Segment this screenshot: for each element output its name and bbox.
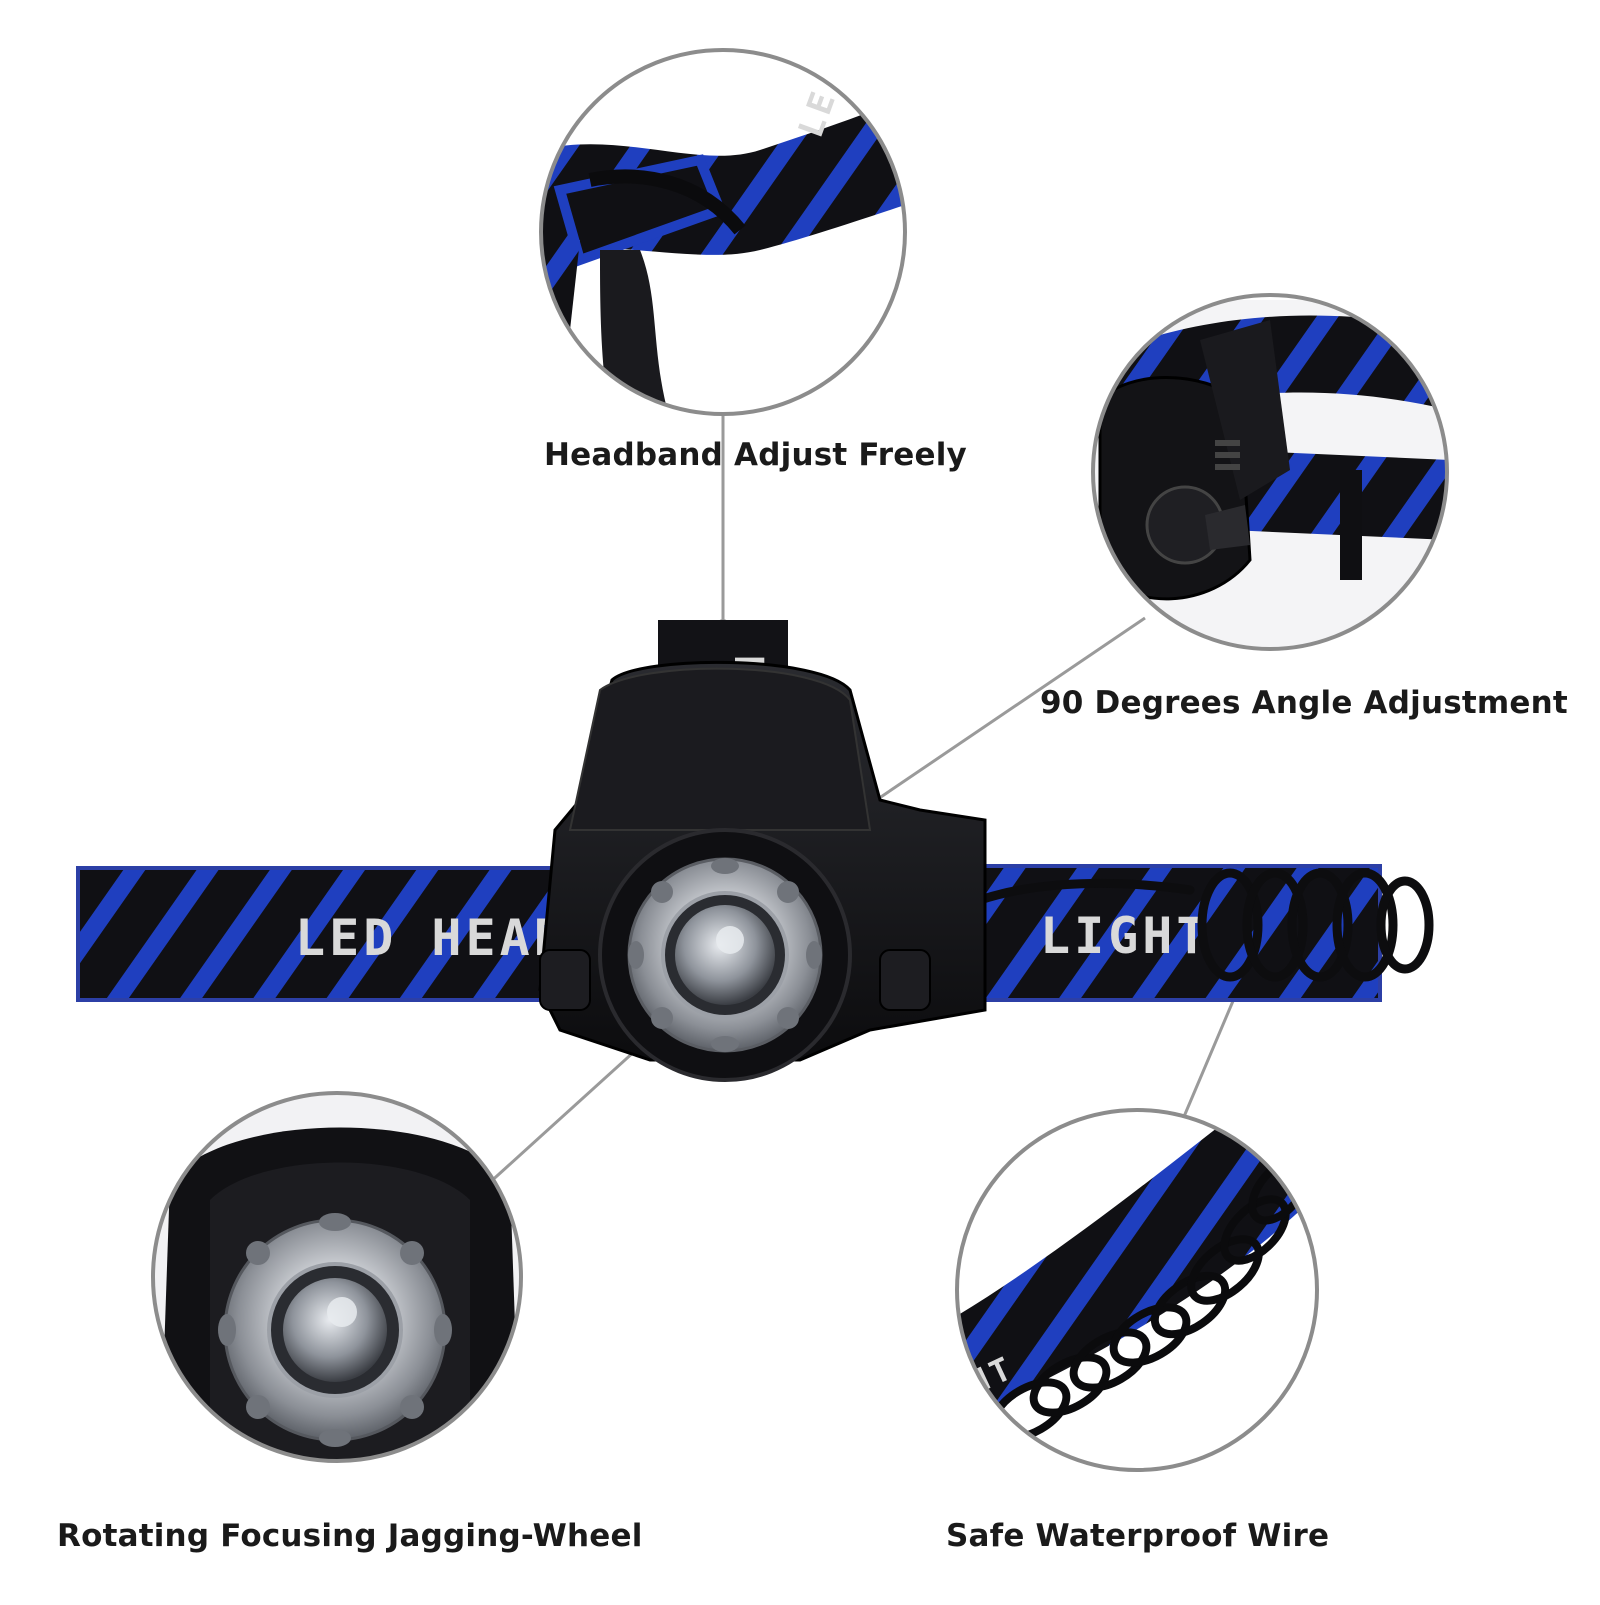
feature-label-headband: Headband Adjust Freely: [544, 437, 967, 473]
headband-strap-left: LED HEAD: [76, 866, 592, 1002]
coiled-wire: [975, 868, 1434, 982]
feature-label-focus: Rotating Focusing Jagging-Wheel: [57, 1518, 643, 1554]
strap-text-right: LIGHT: [1040, 907, 1211, 965]
lens-glass: [675, 905, 775, 1005]
feature-label-angle: 90 Degrees Angle Adjustment: [1040, 685, 1568, 721]
callout-line-angle: [837, 616, 1146, 828]
headlamp-product: LED HEAD LIGHT HE: [76, 620, 1434, 1082]
detail-circle-focus: [151, 1091, 523, 1463]
zoom-wheel: [627, 857, 823, 1053]
detail-circle-wire: HT: [955, 1108, 1319, 1472]
feature-label-wire: Safe Waterproof Wire: [946, 1518, 1330, 1554]
detail-circle-headband: LE: [539, 48, 907, 416]
detail-circle-angle: [1091, 293, 1449, 651]
strap-text-left: LED HEAD: [295, 909, 568, 967]
